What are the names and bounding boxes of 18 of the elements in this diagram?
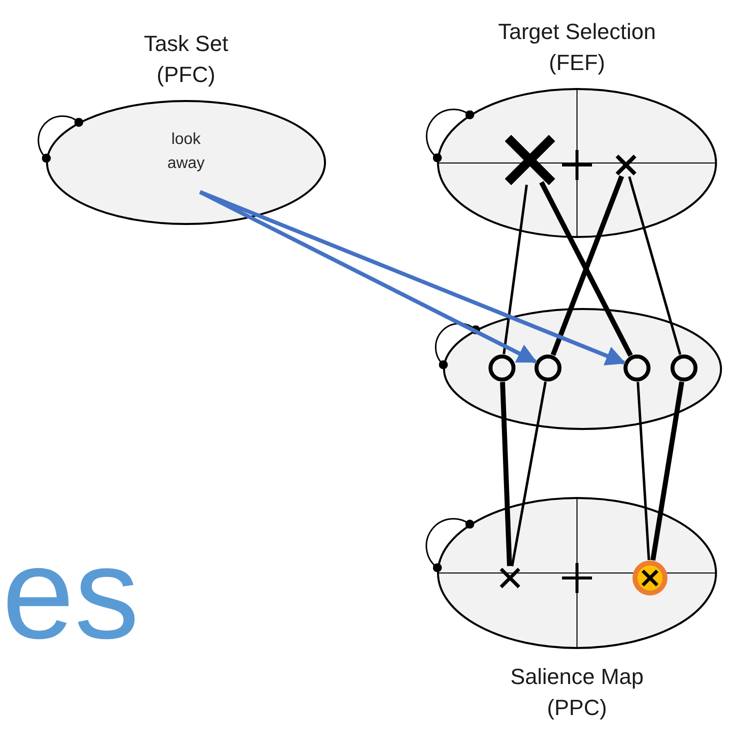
region-title: Salience Map (PPC): [509, 663, 645, 722]
region-title: Task Set (PFC): [142, 30, 230, 89]
arrow: [199, 190, 626, 366]
connection-line: [550, 175, 624, 356]
self-loop: [426, 108, 474, 162]
partial-heading-text: es: [2, 528, 140, 658]
self-loop: [38, 115, 84, 163]
self-loop: [434, 322, 480, 370]
connection-line: [500, 382, 512, 566]
connection-line: [510, 382, 547, 566]
region-title: Target Selection (FEF): [497, 18, 657, 77]
connection-line: [650, 381, 684, 561]
self-loop: [426, 518, 474, 572]
connection-line: [502, 184, 528, 354]
rule-label: look away: [166, 130, 206, 174]
connection-line: [539, 181, 633, 357]
connection-line: [628, 176, 682, 355]
connection-line: [636, 382, 650, 560]
